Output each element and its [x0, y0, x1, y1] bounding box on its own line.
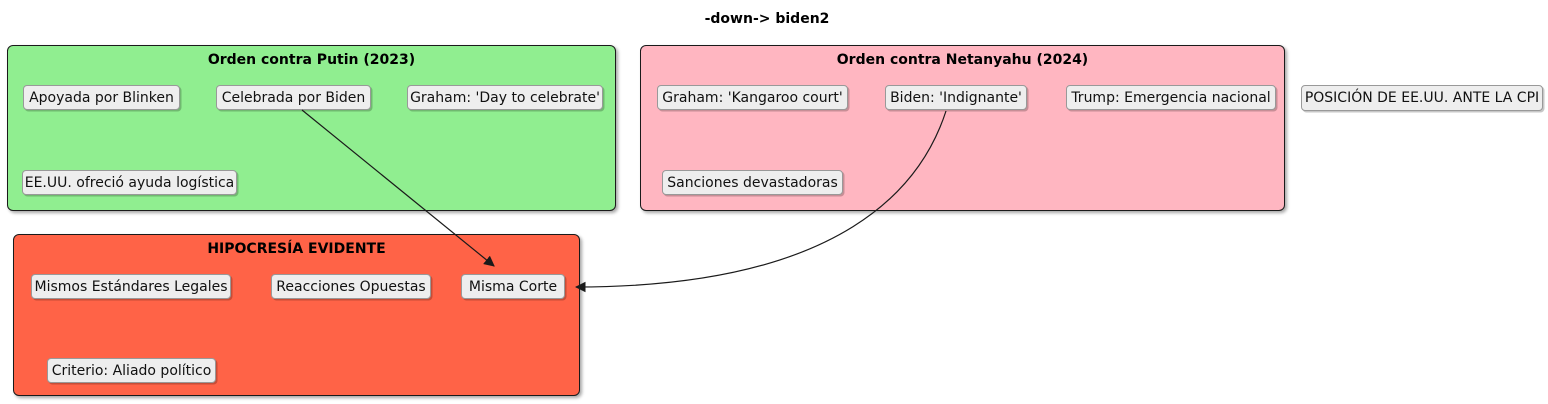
node-graham-day-to-celebrate: Graham: 'Day to celebrate': [407, 85, 603, 110]
group-orden-netanyahu-title: Orden contra Netanyahu (2024): [836, 52, 1089, 68]
node-graham-kangaroo-court: Graham: 'Kangaroo court': [657, 85, 848, 110]
node-trump-emergencia-nacional: Trump: Emergencia nacional: [1066, 85, 1276, 110]
node-celebrada-por-biden: Celebrada por Biden: [216, 85, 371, 110]
node-biden-indignante: Biden: 'Indignante': [885, 85, 1027, 110]
node-eeuu-ayuda-logistica: EE.UU. ofreció ayuda logística: [22, 170, 237, 195]
group-hipocresia-evidente-title: HIPOCRESÍA EVIDENTE: [207, 241, 386, 257]
group-orden-putin-title: Orden contra Putin (2023): [207, 52, 416, 68]
node-sanciones-devastadoras: Sanciones devastadoras: [662, 170, 843, 195]
node-posicion-eeuu-cpi: POSICIÓN DE EE.UU. ANTE LA CPI: [1301, 85, 1543, 111]
diagram-title: -down-> biden2: [704, 11, 830, 27]
node-misma-corte: Misma Corte: [461, 274, 565, 299]
node-mismos-estandares-legales: Mismos Estándares Legales: [31, 274, 231, 299]
node-apoyada-por-blinken: Apoyada por Blinken: [23, 85, 180, 110]
node-criterio-aliado-politico: Criterio: Aliado político: [47, 358, 216, 383]
node-reacciones-opuestas: Reacciones Opuestas: [271, 274, 431, 299]
